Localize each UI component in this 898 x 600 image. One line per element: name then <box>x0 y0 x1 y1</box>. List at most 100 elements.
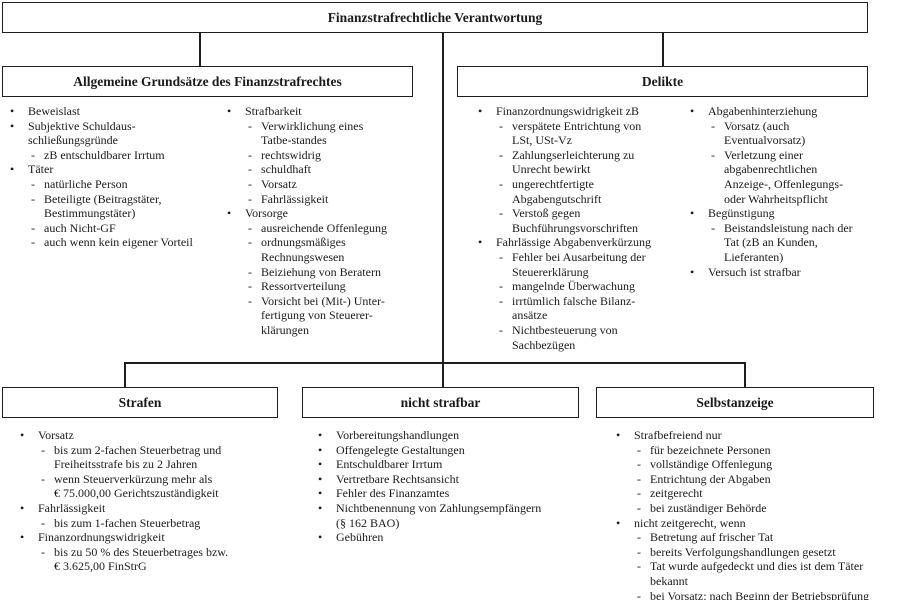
bullet-icon: • <box>10 162 15 177</box>
dash-icon: - <box>41 515 45 530</box>
dash-icon: - <box>637 486 641 501</box>
bullet-icon: • <box>616 515 621 530</box>
item-text: zB entschuldbarer Irrtum <box>44 147 165 162</box>
dash-icon: - <box>499 147 503 162</box>
list-subitem: -auch Nicht-GF <box>8 221 224 236</box>
list-subitem: -zB entschuldbarer Irrtum <box>8 148 224 163</box>
connector-root-to-delikte <box>662 33 664 66</box>
item-text: Offengelegte Gestaltungen <box>336 442 465 457</box>
bullet-icon: • <box>20 500 25 515</box>
list-subitem: -auch wenn kein eigener Vorteil <box>8 235 224 250</box>
selbstanzeige-list: • Strafbefreiend nur-für bezeichnete Pers… <box>614 428 898 600</box>
list-subitem: -bereits Verfolgungshandlungen gesetzt <box>614 545 898 560</box>
dash-icon: - <box>31 147 35 162</box>
dash-icon: - <box>637 588 641 600</box>
node-strafen: Strafen <box>2 387 278 418</box>
list-item: •Beweislast <box>8 104 224 119</box>
bullet-icon: • <box>227 206 232 221</box>
item-text: Strafbefreiend nur <box>634 428 722 442</box>
list-subitem: -vollständige Offenlegung <box>614 457 898 472</box>
list-item: •Versuch ist strafbar <box>688 265 896 280</box>
dash-icon: - <box>637 471 641 486</box>
list-subitem: -Nichtbesteuerung von Sachbezügen <box>476 323 684 352</box>
dash-icon: - <box>31 235 35 250</box>
item-text: irrtümlich falsche Bilanz- ansätze <box>512 293 636 323</box>
bullet-icon: • <box>318 530 323 545</box>
item-text: Verstoß gegen Buchführungsvorschriften <box>512 206 638 235</box>
list-subitem: -für bezeichnete Personen <box>614 443 898 458</box>
list-subitem: -Vorsatz <box>225 177 427 192</box>
dash-icon: - <box>637 544 641 559</box>
dash-icon: - <box>499 118 503 133</box>
item-text: auch wenn kein eigener Vorteil <box>44 235 193 250</box>
dash-icon: - <box>248 147 252 162</box>
bullet-icon: • <box>318 457 323 472</box>
dash-icon: - <box>31 191 35 206</box>
list-subitem: -Zahlungserleichterung zu Unrecht bewirk… <box>476 148 684 177</box>
item-text: Verwirklichung eines Tatbe-standes <box>261 118 364 148</box>
item-text: bis zu 50 % des Steuerbetrages bzw. € 3.… <box>54 544 229 574</box>
dash-icon: - <box>499 206 503 221</box>
list-item: • Begünstigung <box>688 206 896 221</box>
list-item: •Fehler des Finanzamtes <box>316 486 598 501</box>
item-text: vollständige Offenlegung <box>650 457 773 472</box>
item-text: Strafbarkeit <box>245 104 302 118</box>
item-text: ungerechtfertigte Abgabengutschrift <box>512 176 602 206</box>
dash-icon: - <box>248 162 252 177</box>
item-text: bei zuständiger Behörde <box>650 500 767 515</box>
dash-icon: - <box>31 176 35 191</box>
connector-bottom-horizontal <box>124 362 746 364</box>
node-selbstanzeige: Selbstanzeige <box>596 387 874 418</box>
list-subitem: -verspätete Entrichtung von LSt, USt-Vz <box>476 119 684 148</box>
bullet-icon: • <box>20 530 25 545</box>
item-text: Beteiligte (Beitragstäter, Bestimmungstä… <box>44 191 162 221</box>
list-subitem: -Beistandsleistung nach der Tat (zB an K… <box>688 221 896 265</box>
list-subitem: -Fahrlässigkeit <box>225 192 427 207</box>
dash-icon: - <box>248 293 252 308</box>
dash-icon: - <box>248 176 252 191</box>
dash-icon: - <box>711 220 715 235</box>
connector-root-to-bottom <box>442 33 444 387</box>
list-subitem: -ungerechtfertigte Abgabengutschrift <box>476 177 684 206</box>
bullet-icon: • <box>10 118 15 133</box>
list-subitem: -bis zum 2-fachen Steuerbetrag und Freih… <box>18 443 296 472</box>
list-item: • Gebühren <box>316 530 598 545</box>
list-subitem: -irrtümlich falsche Bilanz- ansätze <box>476 294 684 323</box>
bullet-icon: • <box>690 206 695 221</box>
item-text: bereits Verfolgungshandlungen gesetzt <box>650 544 836 559</box>
dash-icon: - <box>248 220 252 235</box>
list-item: •Vorsorge <box>225 206 427 221</box>
list-item: •Vertretbare Rechtsansicht <box>316 472 598 487</box>
list-subitem: -bei Vorsatz: nach Beginn der Betriebspr… <box>614 589 898 600</box>
item-text: Gebühren <box>336 530 384 545</box>
list-subitem: -bei zuständiger Behörde <box>614 501 898 516</box>
item-text: Zahlungserleichterung zu Unrecht bewirkt <box>512 147 635 177</box>
dash-icon: - <box>248 191 252 206</box>
node-grundsaetze: Allgemeine Grundsätze des Finanzstrafrec… <box>2 66 413 97</box>
item-text: rechtswidrig <box>261 147 321 162</box>
bullet-icon: • <box>318 428 323 442</box>
list-item: •Täter <box>8 162 224 177</box>
dash-icon: - <box>499 293 503 308</box>
item-text: mangelnde Überwachung <box>512 279 635 294</box>
dash-icon: - <box>248 235 252 250</box>
item-text: Entschuldbarer Irrtum <box>336 457 443 472</box>
dash-icon: - <box>31 220 35 235</box>
item-text: Vorsatz (auch Eventualvorsatz) <box>724 118 806 148</box>
item-text: Subjektive Schuldaus- schließungsgründe <box>28 118 136 148</box>
dash-icon: - <box>499 176 503 191</box>
list-subitem: -Beteiligte (Beitragstäter, Bestimmungst… <box>8 192 224 221</box>
list-item: •Finanzordnungswidrigkeit zB <box>476 104 684 119</box>
item-text: Fehler bei Ausarbeitung der Steuererklär… <box>512 249 646 279</box>
node-selbstanzeige-title: Selbstanzeige <box>696 394 774 410</box>
list-item: •Finanzordnungswidrigkeit <box>18 530 296 545</box>
item-text: Nichtbenennung von Zahlungsempfängern (§… <box>336 500 542 530</box>
item-text: Beweislast <box>28 104 80 118</box>
item-text: Finanzordnungswidrigkeit zB <box>496 104 639 118</box>
node-nicht-strafbar: nicht strafbar <box>302 387 579 418</box>
dash-icon: - <box>711 118 715 133</box>
dash-icon: - <box>41 471 45 486</box>
bullet-icon: • <box>690 104 695 118</box>
list-item: •Nichtbenennung von Zahlungsempfängern (… <box>316 501 598 530</box>
item-text: Begünstigung <box>708 206 775 221</box>
